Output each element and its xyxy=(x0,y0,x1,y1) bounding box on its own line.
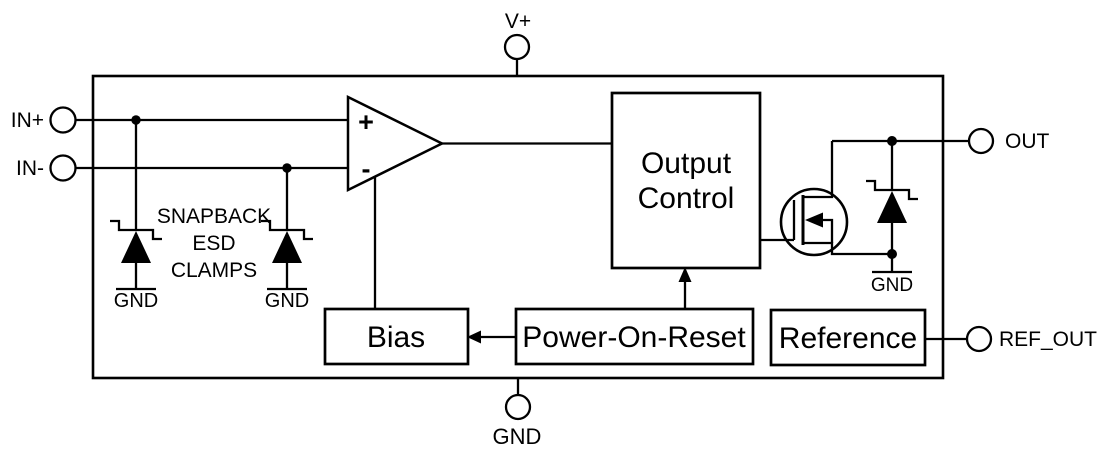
clamp2-gnd-label: GND xyxy=(265,290,309,312)
out-label: OUT xyxy=(1005,130,1050,153)
amplifier: + - xyxy=(346,94,612,309)
por-to-output-control-arrow xyxy=(678,267,692,309)
ref-out-pin: REF_OUT xyxy=(925,325,1097,353)
power-on-reset-block: Power-On-Reset xyxy=(514,307,755,366)
reference-block: Reference xyxy=(769,308,927,367)
in-minus-label: IN- xyxy=(16,157,44,180)
vplus-pin: V+ xyxy=(503,10,531,76)
gnd-pin: GND xyxy=(493,378,542,449)
snapback-diode-icon xyxy=(121,231,151,263)
esd-clamp-2: GND xyxy=(261,168,313,312)
in-plus-label: IN+ xyxy=(11,109,44,132)
vplus-label: V+ xyxy=(505,10,531,33)
bias-box xyxy=(323,307,470,366)
ref-out-label: REF_OUT xyxy=(999,328,1097,351)
gnd-pin-circle xyxy=(504,393,532,421)
snapback-diode-icon xyxy=(272,231,302,263)
nmos-source-wire xyxy=(803,241,892,256)
snapback-diode-icon xyxy=(877,191,907,223)
por-to-bias-arrow xyxy=(467,330,516,344)
output-control-block: Output Control xyxy=(610,91,762,270)
esd-clamp-1: GND xyxy=(110,120,162,312)
in-minus-pin: IN- xyxy=(16,154,348,182)
clamp1-gnd-label: GND xyxy=(114,290,158,312)
nmos-drain-wire xyxy=(803,141,834,199)
output-mosfet-stage: GND xyxy=(760,136,969,296)
bias-block: Bias xyxy=(323,307,470,366)
snapback-cathode-bar-icon xyxy=(866,179,918,201)
reference-label: Reference xyxy=(779,322,917,355)
snapback-cathode-bar-icon xyxy=(110,219,162,241)
in-minus-pin-circle xyxy=(49,154,77,182)
out-clamp-gnd-label: GND xyxy=(871,275,913,296)
out-pin-circle xyxy=(967,127,995,155)
gnd-pin-label: GND xyxy=(493,424,542,449)
power-on-reset-label: Power-On-Reset xyxy=(522,321,746,354)
arrowhead-left-icon xyxy=(467,330,481,344)
ref-out-pin-circle xyxy=(965,325,993,353)
output-control-label-line1: Output xyxy=(641,147,732,180)
vplus-pin-circle xyxy=(503,33,531,61)
output-control-label-line2: Control xyxy=(638,182,735,215)
esd-caption-line3: CLAMPS xyxy=(171,259,257,282)
in-plus-pin-circle xyxy=(49,106,77,134)
out-pin: OUT xyxy=(967,127,1050,155)
opamp-triangle-icon xyxy=(346,94,445,193)
output-control-box xyxy=(610,91,762,270)
nmos-body-wire xyxy=(823,218,834,243)
arrowhead-up-icon xyxy=(678,267,692,282)
inverting-input-sign: - xyxy=(362,154,371,184)
esd-caption-line1: SNAPBACK xyxy=(157,205,271,228)
esd-caption-line2: ESD xyxy=(192,232,235,255)
power-on-reset-box xyxy=(514,307,755,366)
snapback-cathode-bar-icon xyxy=(261,219,313,241)
bias-label: Bias xyxy=(367,321,425,354)
reference-box xyxy=(769,308,927,367)
noninverting-input-sign: + xyxy=(358,107,374,137)
nmos-body-arrow-icon xyxy=(805,212,823,228)
in-plus-pin: IN+ xyxy=(11,106,348,134)
esd-caption: SNAPBACK ESD CLAMPS xyxy=(157,205,271,282)
nmos-transistor-icon xyxy=(779,187,849,257)
